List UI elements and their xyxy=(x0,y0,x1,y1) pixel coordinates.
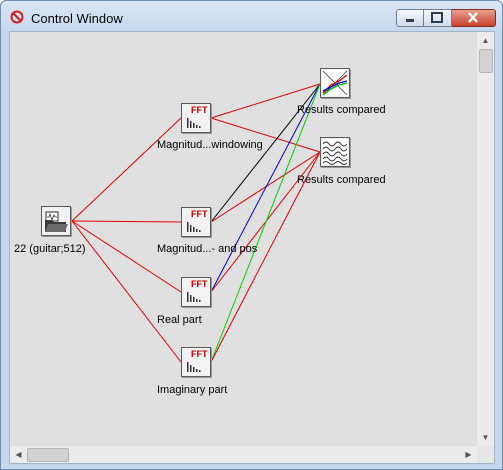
minimize-button[interactable] xyxy=(396,9,424,27)
line-plot-icon xyxy=(322,70,348,96)
fft-icon xyxy=(187,118,201,128)
link-fft4-result1 xyxy=(210,83,321,363)
maximize-button[interactable] xyxy=(424,9,452,27)
fft-node-label-2: Magnitud...- and pos xyxy=(157,243,258,255)
vertical-scrollbar[interactable]: ▲ ▼ xyxy=(476,32,494,446)
fft-node-magnitude-windowing[interactable]: FFT xyxy=(181,103,211,133)
link-source-fft4 xyxy=(71,220,182,363)
fft-node-label-1: Magnitud...windowing xyxy=(157,139,263,151)
link-fft2-result1 xyxy=(210,83,321,223)
close-button[interactable] xyxy=(452,9,496,27)
scroll-right-arrow[interactable]: ▶ xyxy=(465,450,472,459)
app-icon xyxy=(10,10,24,24)
link-fft3-result1 xyxy=(210,83,321,293)
result-node-label-1: Results compared xyxy=(297,104,386,116)
fft-node-label-4: Imaginary part xyxy=(157,384,228,396)
connection-lines xyxy=(71,83,321,363)
workspace: 22 (guitar;512) FFT Magnitud...windowing… xyxy=(9,31,495,464)
folder-signal-icon xyxy=(45,211,68,232)
source-node[interactable] xyxy=(41,206,71,236)
title-bar[interactable]: Control Window xyxy=(1,1,502,35)
link-source-fft1 xyxy=(71,117,182,222)
fft-icon xyxy=(187,362,201,372)
scroll-left-arrow[interactable]: ◀ xyxy=(15,450,22,459)
waveform-icon xyxy=(322,139,348,165)
result-node-waveform[interactable] xyxy=(320,137,350,167)
vertical-scroll-thumb[interactable] xyxy=(479,49,493,73)
scroll-up-arrow[interactable]: ▲ xyxy=(481,36,490,45)
minimize-icon xyxy=(406,19,414,22)
link-fft4-result2 xyxy=(210,151,321,363)
fft-icon-text: FFT xyxy=(191,279,208,289)
fft-node-label-3: Real part xyxy=(157,314,202,326)
fft-icon-text: FFT xyxy=(191,105,208,115)
close-icon xyxy=(468,12,478,23)
result-node-label-2: Results compared xyxy=(297,174,386,186)
window-title: Control Window xyxy=(31,11,123,26)
horizontal-scroll-thumb[interactable] xyxy=(27,448,69,462)
link-fft1-result1 xyxy=(210,83,321,119)
scroll-down-arrow[interactable]: ▼ xyxy=(481,433,490,442)
fft-node-magnitude-pos[interactable]: FFT xyxy=(181,207,211,237)
link-source-fft2 xyxy=(71,220,182,223)
scroll-corner xyxy=(477,446,494,463)
fft-icon xyxy=(187,292,201,302)
graph-canvas[interactable]: 22 (guitar;512) FFT Magnitud...windowing… xyxy=(10,32,477,446)
fft-node-real-part[interactable]: FFT xyxy=(181,277,211,307)
link-source-fft3 xyxy=(71,220,182,293)
source-node-label: 22 (guitar;512) xyxy=(14,243,86,255)
fft-icon-text: FFT xyxy=(191,209,208,219)
link-fft1-result2 xyxy=(210,117,321,153)
maximize-icon xyxy=(431,12,443,23)
fft-icon xyxy=(187,222,201,232)
fft-node-imaginary-part[interactable]: FFT xyxy=(181,347,211,377)
horizontal-scrollbar[interactable]: ◀ ▶ xyxy=(10,445,477,463)
result-node-line-plot[interactable] xyxy=(320,68,350,98)
fft-icon-text: FFT xyxy=(191,349,208,359)
